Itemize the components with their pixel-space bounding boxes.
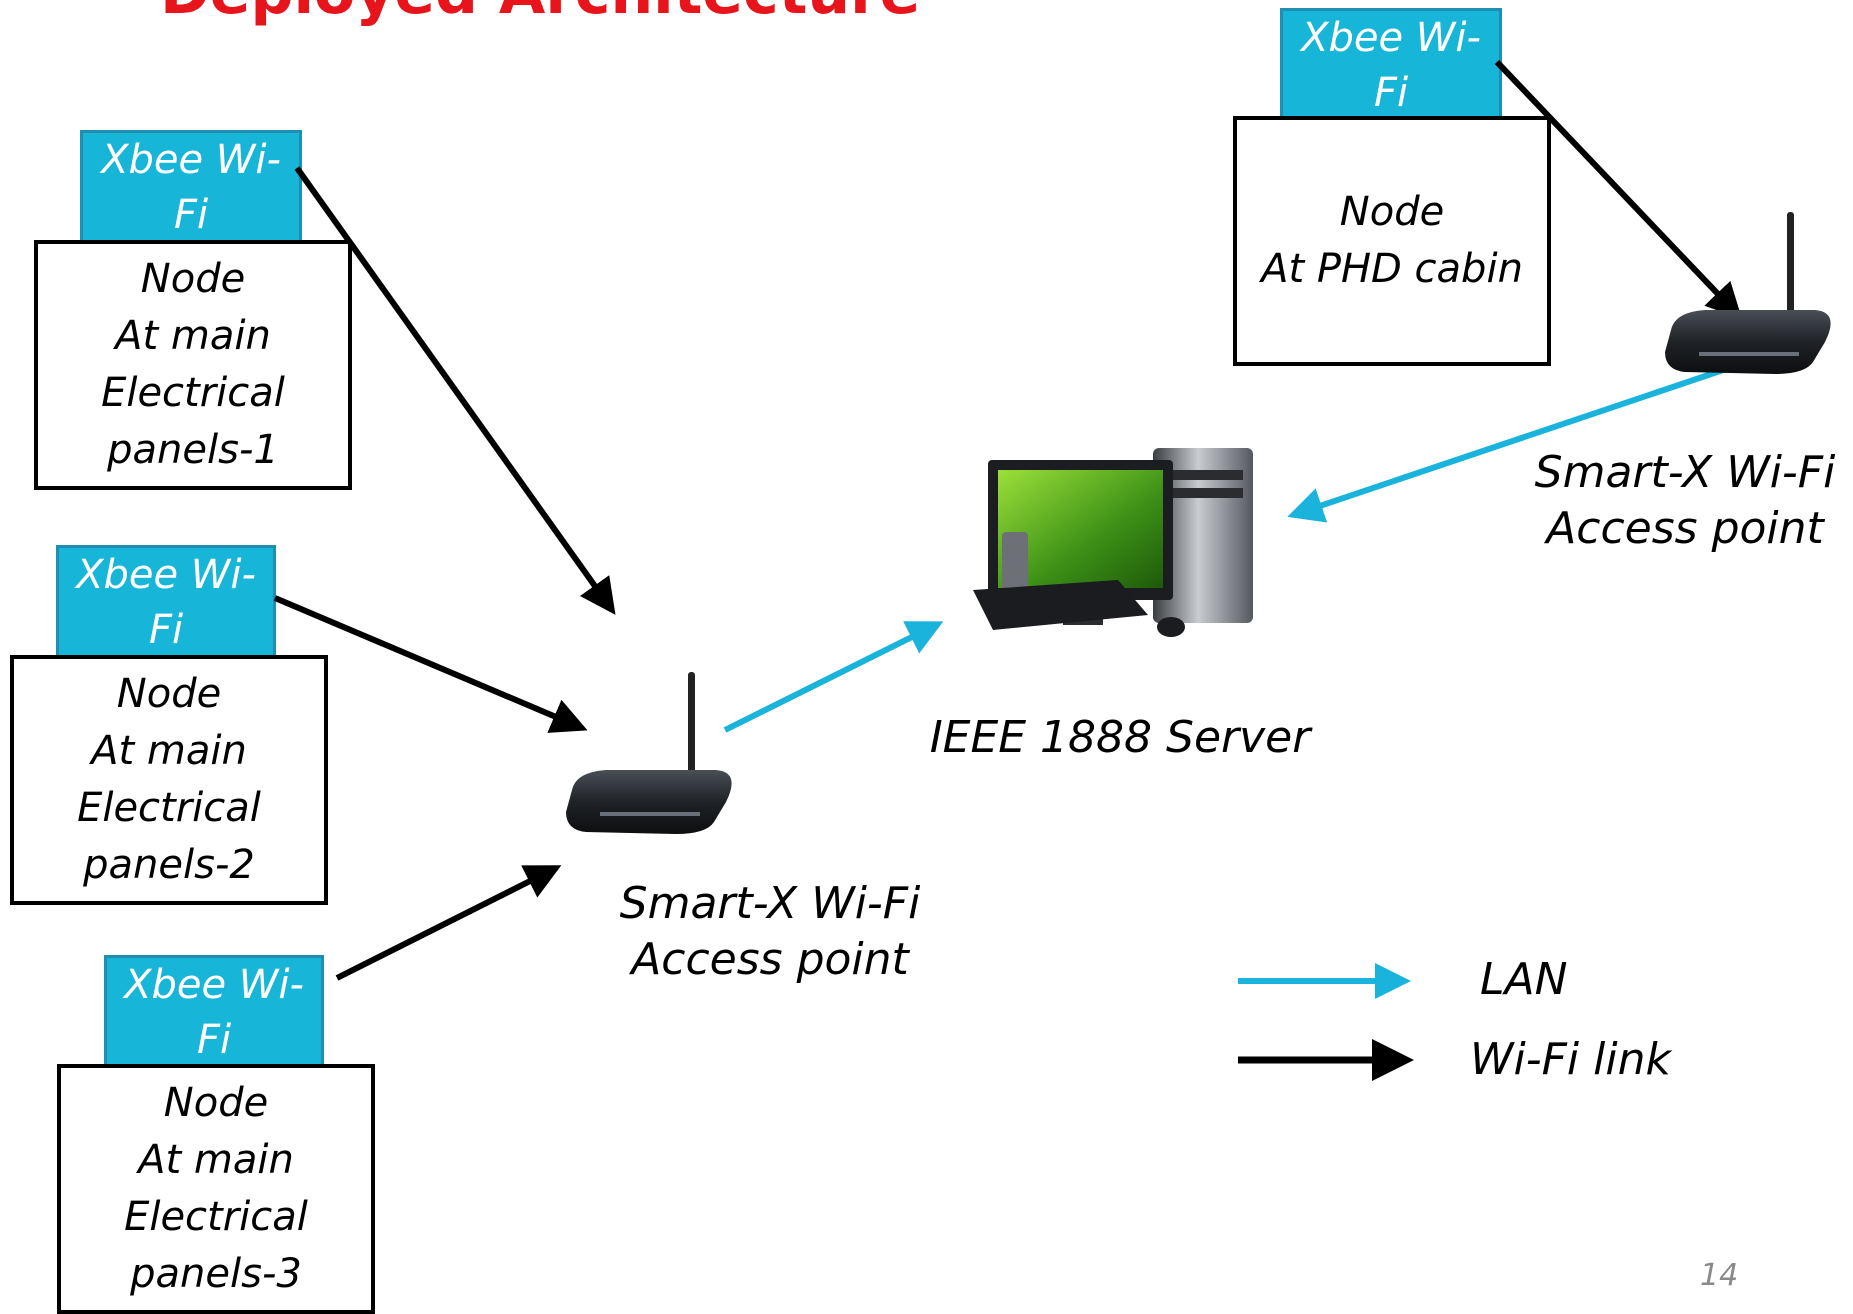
page-number: 14 bbox=[1700, 1258, 1739, 1293]
access-point-right-line2: Access point bbox=[1546, 503, 1824, 554]
access-point-right-label: Smart-X Wi-Fi Access point bbox=[1520, 445, 1850, 557]
wifi-arrow-node2 bbox=[273, 595, 588, 733]
legend-lan-label: LAN bbox=[1480, 954, 1568, 1005]
node-box-panels-1: Node At main Electrical panels-1 bbox=[34, 240, 352, 490]
node-2-line4: panels-2 bbox=[83, 842, 255, 888]
wifi-router-icon bbox=[566, 672, 732, 834]
legend-wifi-label: Wi-Fi link bbox=[1470, 1034, 1671, 1085]
lan-arrow-ap-to-server bbox=[723, 621, 944, 733]
access-point-main-line1: Smart-X Wi-Fi bbox=[619, 878, 921, 929]
node-1-line1: Node bbox=[140, 256, 246, 302]
node-3-line1: Node bbox=[163, 1080, 269, 1126]
xbee-badge-4: Xbee Wi- Fi bbox=[1280, 8, 1502, 123]
access-point-main-line2: Access point bbox=[631, 934, 909, 985]
node-3-line2: At main bbox=[138, 1137, 294, 1183]
node-box-phd-cabin: Node At PHD cabin bbox=[1233, 116, 1551, 366]
node-3-line3: Electrical bbox=[124, 1194, 308, 1240]
access-point-right-line1: Smart-X Wi-Fi bbox=[1534, 447, 1836, 498]
lan-arrow-ap2-to-server bbox=[1287, 362, 1739, 523]
node-box-panels-3: Node At main Electrical panels-3 bbox=[57, 1064, 375, 1314]
node-box-panels-2: Node At main Electrical panels-2 bbox=[10, 655, 328, 905]
node-2-line3: Electrical bbox=[77, 785, 261, 831]
xbee-badge-3-line2: Fi bbox=[196, 1016, 232, 1063]
page-title: Deployed Architecture bbox=[160, 0, 920, 28]
node-2-line2: At main bbox=[91, 728, 247, 774]
wifi-arrow-node4 bbox=[1494, 59, 1743, 320]
node-3-line4: panels-3 bbox=[130, 1251, 302, 1297]
xbee-badge-2-line1: Xbee Wi- bbox=[76, 551, 256, 598]
node-1-line2: At main bbox=[115, 313, 271, 359]
node-2-line1: Node bbox=[116, 671, 222, 717]
wifi-arrow-node3 bbox=[335, 865, 562, 981]
server-label: IEEE 1888 Server bbox=[929, 712, 1311, 763]
xbee-badge-3-line1: Xbee Wi- bbox=[124, 961, 304, 1008]
xbee-badge-4-line1: Xbee Wi- bbox=[1301, 14, 1481, 61]
node-4-line1: Node bbox=[1339, 189, 1445, 235]
node-4-line2: At PHD cabin bbox=[1261, 246, 1523, 292]
wifi-router-icon-right bbox=[1665, 212, 1831, 374]
xbee-badge-1-line1: Xbee Wi- bbox=[101, 136, 281, 183]
xbee-badge-2-line2: Fi bbox=[148, 606, 184, 653]
xbee-badge-1: Xbee Wi- Fi bbox=[80, 130, 302, 245]
wifi-arrow-node1 bbox=[294, 166, 616, 615]
xbee-badge-4-line2: Fi bbox=[1373, 69, 1409, 116]
desktop-computer-icon bbox=[973, 448, 1253, 637]
node-1-line3: Electrical bbox=[101, 370, 285, 416]
access-point-main-label: Smart-X Wi-Fi Access point bbox=[605, 876, 935, 988]
xbee-badge-1-line2: Fi bbox=[173, 191, 209, 238]
node-1-line4: panels-1 bbox=[107, 427, 279, 473]
